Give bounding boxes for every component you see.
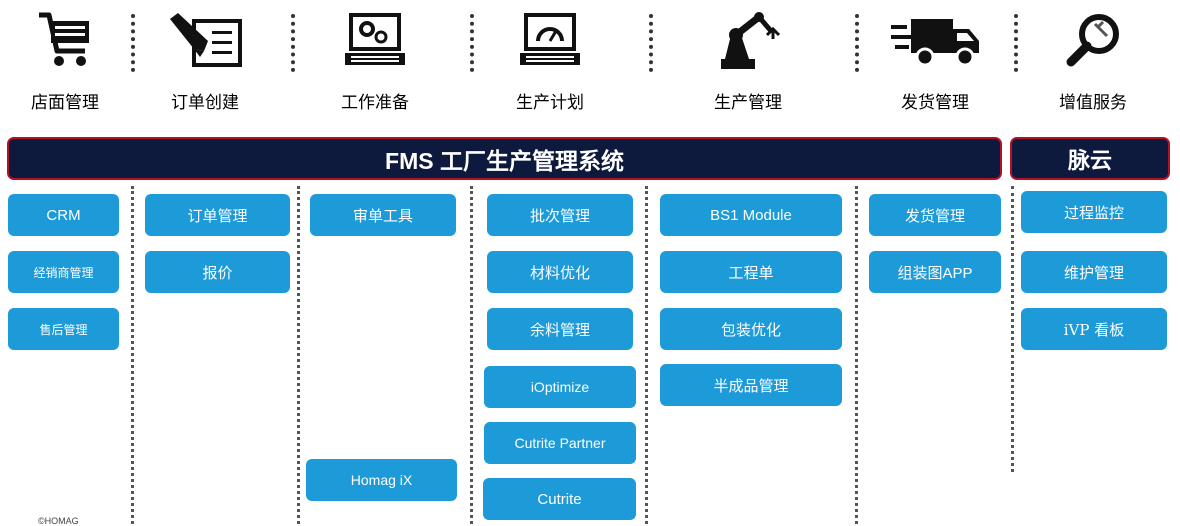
category-label: 工作准备 <box>341 93 409 112</box>
packaging-optimization-button[interactable]: 包装优化 <box>660 308 842 350</box>
ioptimize-button[interactable]: iOptimize <box>484 366 636 408</box>
separator <box>649 14 653 72</box>
maiyun-title-bar: 脉云 <box>1010 137 1170 180</box>
separator <box>855 14 859 72</box>
after-sales-button[interactable]: 售后管理 <box>8 308 119 350</box>
category-service: 增值服务 <box>1018 6 1168 113</box>
order-management-button[interactable]: 订单管理 <box>145 194 290 236</box>
category-label: 发货管理 <box>901 93 969 112</box>
shopping-cart-icon <box>0 6 140 74</box>
category-label: 店面管理 <box>31 93 99 112</box>
crm-button[interactable]: CRM <box>8 194 119 236</box>
separator <box>291 14 295 72</box>
shipping-management-button[interactable]: 发货管理 <box>869 194 1001 236</box>
dealer-management-button[interactable]: 经销商管理 <box>8 251 119 293</box>
batch-management-button[interactable]: 批次管理 <box>487 194 633 236</box>
ivp-dashboard-button[interactable]: iVP 看板 <box>1021 308 1167 350</box>
laptop-gears-icon <box>300 6 450 74</box>
maintenance-management-button[interactable]: 维护管理 <box>1021 251 1167 293</box>
separator <box>131 14 135 72</box>
semi-finished-management-button[interactable]: 半成品管理 <box>660 364 842 406</box>
laptop-gauge-icon <box>475 6 625 74</box>
column-separator <box>297 186 300 524</box>
robot-arm-icon <box>673 6 823 74</box>
quotation-button[interactable]: 报价 <box>145 251 290 293</box>
engineering-order-button[interactable]: 工程单 <box>660 251 842 293</box>
assembly-drawing-app-button[interactable]: 组装图APP <box>869 251 1001 293</box>
fms-title-bar: FMS 工厂生产管理系统 <box>7 137 1002 180</box>
category-planning: 生产计划 <box>475 6 625 113</box>
magnifier-icon <box>1018 6 1168 74</box>
category-label: 增值服务 <box>1059 93 1127 112</box>
delivery-truck-icon <box>860 6 1010 74</box>
separator <box>470 14 474 72</box>
order-review-tool-button[interactable]: 审单工具 <box>310 194 456 236</box>
bs1-module-button[interactable]: BS1 Module <box>660 194 842 236</box>
category-shipping: 发货管理 <box>860 6 1010 113</box>
column-separator <box>855 186 858 524</box>
category-label: 生产计划 <box>516 93 584 112</box>
cutrite-button[interactable]: Cutrite <box>483 478 636 520</box>
column-separator <box>1011 186 1014 472</box>
category-prep: 工作准备 <box>300 6 450 113</box>
separator <box>1014 14 1018 72</box>
footnote: ©HOMAG <box>38 516 79 526</box>
column-separator <box>131 186 134 524</box>
category-label: 生产管理 <box>714 93 782 112</box>
column-separator <box>645 186 648 524</box>
remnant-management-button[interactable]: 余料管理 <box>487 308 633 350</box>
category-production: 生产管理 <box>673 6 823 113</box>
category-order: 订单创建 <box>130 6 280 113</box>
process-monitoring-button[interactable]: 过程监控 <box>1021 191 1167 233</box>
column-separator <box>470 186 473 524</box>
category-store: 店面管理 <box>0 6 140 113</box>
category-label: 订单创建 <box>171 93 239 112</box>
homag-ix-button[interactable]: Homag iX <box>306 459 457 501</box>
cutrite-partner-button[interactable]: Cutrite Partner <box>484 422 636 464</box>
pen-form-icon <box>130 6 280 74</box>
material-optimization-button[interactable]: 材料优化 <box>487 251 633 293</box>
